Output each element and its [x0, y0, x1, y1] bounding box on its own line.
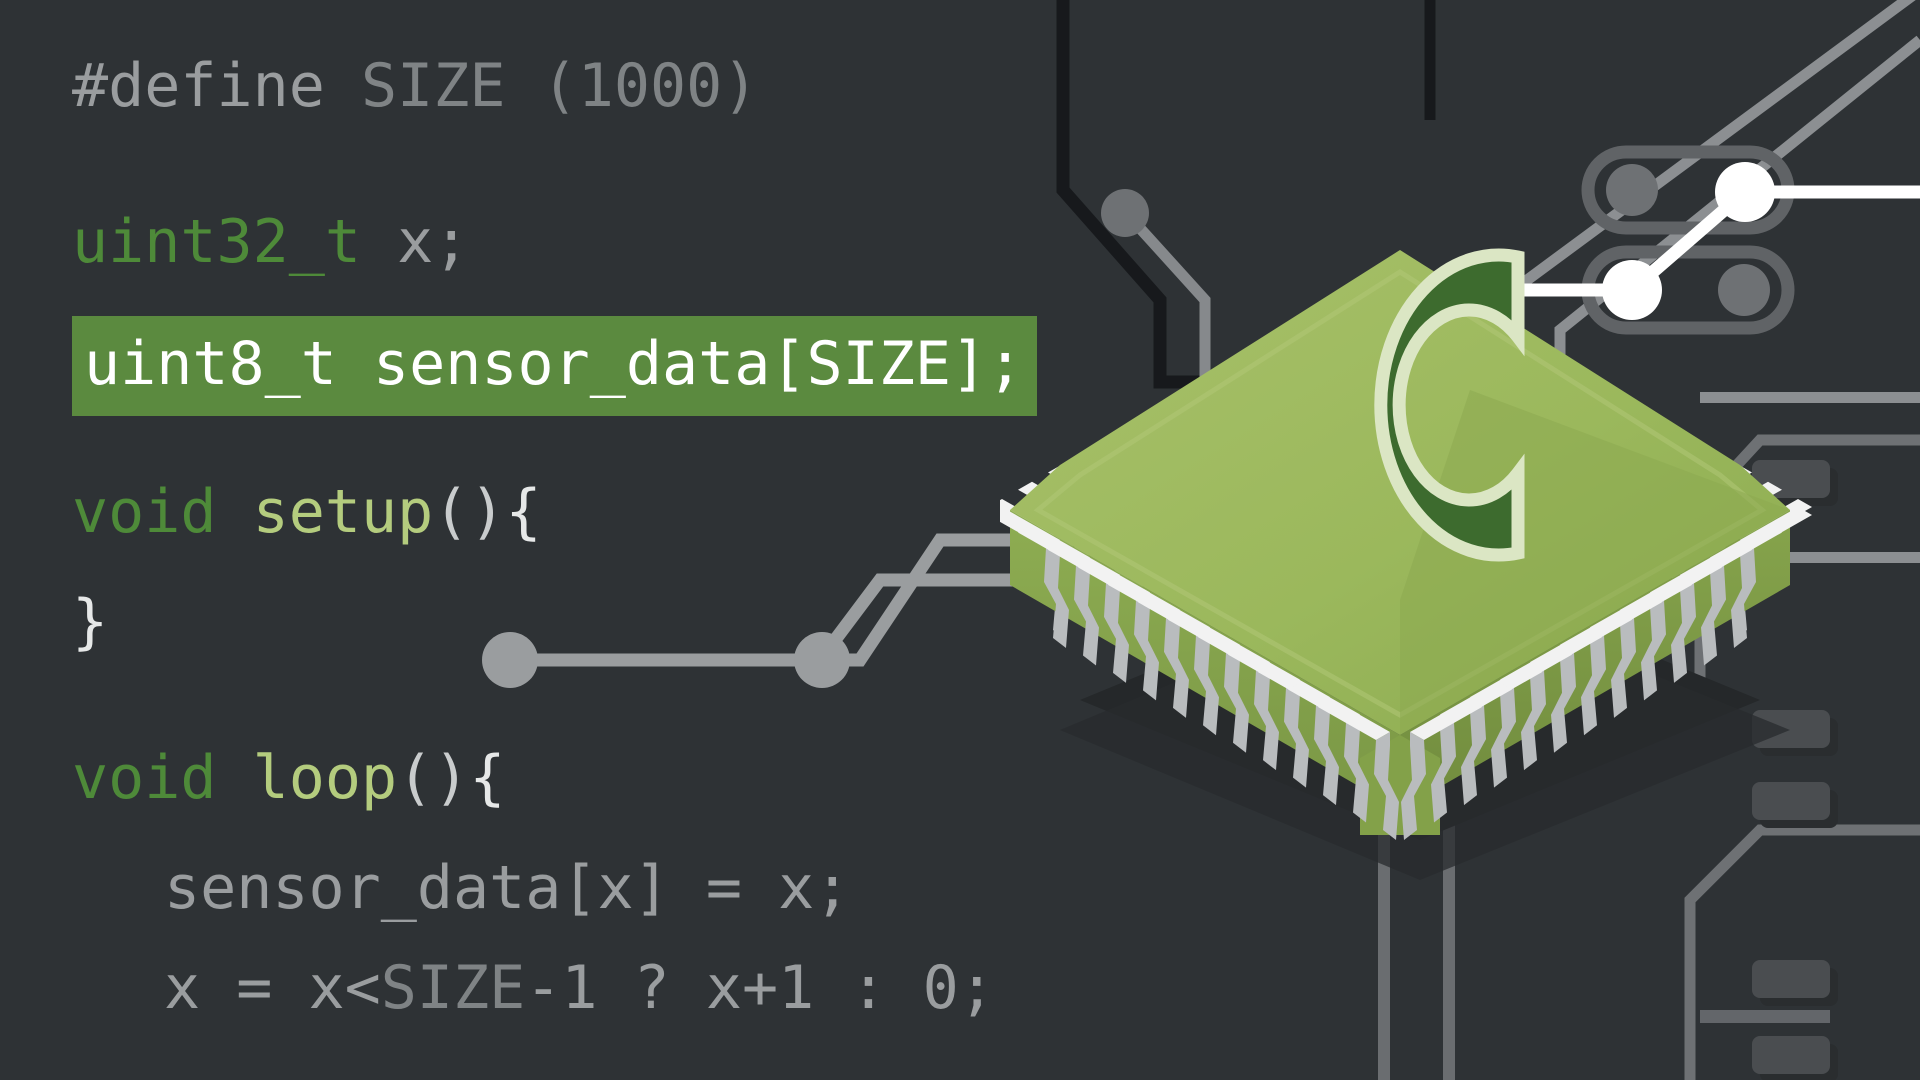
chip-pins-front-right — [1401, 507, 1812, 840]
microcontroller-chip — [1000, 210, 1820, 860]
highlighted-code-row[interactable]: uint8_t sensor_data[SIZE]; — [72, 316, 1038, 416]
trace-stub-right-lower — [1700, 1010, 1830, 1023]
pad-hole-top-left — [1606, 164, 1658, 216]
code-snippet: #define SIZE (1000) uint32_t x; uint8_t … — [72, 56, 1038, 1018]
chip-pin — [1401, 699, 1482, 840]
code-line-ternary: x = x<SIZE-1 ? x+1 : 0; — [164, 958, 995, 1018]
c-language-logo — [1268, 205, 1528, 605]
code-line-setup: void setup(){ — [72, 482, 542, 542]
token-sensor-decl: uint8_t sensor_data[SIZE]; — [84, 329, 1024, 399]
white-via-upper — [1715, 162, 1775, 222]
trace-dark-top-left — [1056, 0, 1228, 389]
c-logo-svg — [1374, 248, 1525, 562]
token-uint32-var: x; — [397, 207, 470, 277]
code-line-define: #define SIZE (1000) — [72, 56, 758, 116]
token-loop-void: void — [72, 743, 253, 813]
token-setup-name: setup — [252, 477, 434, 547]
token-loop-name: loop — [252, 743, 398, 813]
c-logo-glyph — [1374, 248, 1525, 562]
token-uint32-type: uint32_t — [72, 207, 398, 277]
token-loop-parens: () — [397, 743, 470, 813]
white-via-lower — [1602, 260, 1662, 320]
smd-resistor-3 — [1752, 782, 1838, 828]
pad-hole-bottom-right — [1718, 264, 1770, 316]
chip-pin — [1318, 699, 1399, 840]
smd-resistor-4 — [1752, 960, 1838, 1006]
via-dot-center — [794, 632, 850, 688]
chip-svg — [1000, 250, 1812, 840]
token-setup-brace: { — [505, 477, 542, 547]
code-line-assign: sensor_data[x] = x; — [164, 853, 851, 923]
code-line-close-brace: } — [72, 587, 109, 657]
chip-pins-front-left — [1000, 507, 1399, 840]
trace-stub-right-upper — [1700, 392, 1920, 403]
token-ternary-tail: -1 ? x+1 : 0; — [525, 953, 995, 1023]
via-dot-upper — [1101, 189, 1149, 237]
white-signal-trace — [1490, 162, 1920, 320]
token-loop-brace: { — [469, 743, 506, 813]
chip-top-shading — [1400, 390, 1790, 735]
via-dot-left — [482, 632, 538, 688]
token-setup-parens: () — [433, 477, 506, 547]
trace-stub-right-mid — [1700, 552, 1920, 563]
token-setup-void: void — [72, 477, 253, 547]
code-line-uint32: uint32_t x; — [72, 212, 469, 272]
code-line-loop: void loop(){ — [72, 748, 506, 808]
token-ternary-head: x = x< — [164, 953, 381, 1023]
token-define-name: SIZE — [360, 51, 542, 121]
smd-resistor-5 — [1752, 1036, 1838, 1080]
token-define-value: (1000) — [541, 51, 759, 121]
token-define-directive: #define — [72, 51, 361, 121]
token-ternary-size: SIZE — [380, 953, 526, 1023]
